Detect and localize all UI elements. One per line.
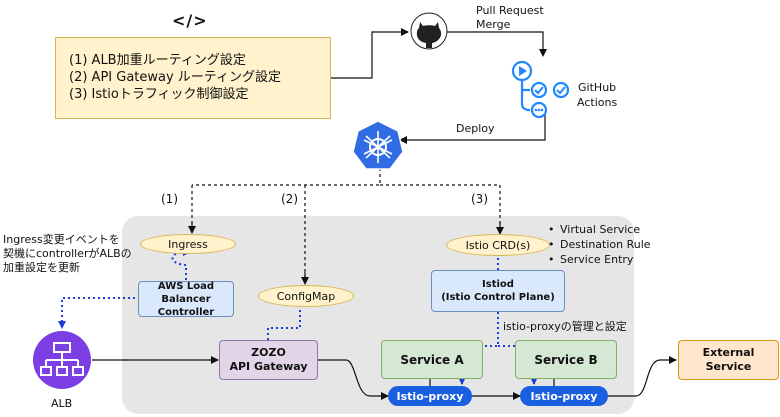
step-label-1: (1) bbox=[161, 192, 178, 206]
github-actions-label: GitHub Actions bbox=[577, 80, 617, 110]
config-note-line-3: (3) Istioトラフィック制御設定 bbox=[69, 87, 249, 102]
istio-resource-list: Virtual Service Destination Rule Service… bbox=[548, 222, 651, 267]
external-service-line-2: Service bbox=[705, 360, 752, 373]
step-label-2: (2) bbox=[281, 192, 298, 206]
aws-lb-controller-line-2: Controller bbox=[157, 306, 215, 318]
config-note-line-1: (1) ALB加重ルーティング設定 bbox=[69, 53, 246, 68]
pr-merge-label: Pull Request Merge bbox=[476, 4, 544, 32]
aws-lb-controller-box: AWS Load Balancer Controller bbox=[138, 280, 234, 318]
istio-proxy-a-pill: Istio-proxy bbox=[388, 386, 472, 406]
link-note-to-github bbox=[331, 28, 409, 79]
pr-merge-line-1: Pull Request bbox=[476, 4, 544, 17]
github-actions-icon bbox=[508, 57, 570, 119]
deploy-label: Deploy bbox=[456, 122, 495, 135]
istio-proxy-b-pill: Istio-proxy bbox=[520, 386, 608, 406]
link-controller-to-ingress bbox=[171, 248, 191, 280]
pr-merge-line-2: Merge bbox=[476, 18, 511, 31]
service-a-box: Service A bbox=[381, 340, 483, 379]
code-icon: </> bbox=[172, 11, 208, 30]
istio-resource-item-2: Destination Rule bbox=[548, 237, 651, 252]
ingress-note: Ingress変更イベントを 契機にcontrollerがALBの 加重設定を更… bbox=[3, 233, 132, 275]
link-actions-to-k8s bbox=[399, 112, 546, 144]
link-github-to-actions bbox=[446, 31, 547, 57]
alb-label: ALB bbox=[51, 397, 73, 410]
link-gateway-to-proxy1 bbox=[318, 359, 389, 400]
ingress-note-line-2: 契機にcontrollerがALBの bbox=[3, 247, 132, 260]
istio-crd-ellipse: Istio CRD(s) bbox=[446, 234, 550, 256]
link-k8s-fanout bbox=[191, 168, 501, 283]
alb-icon bbox=[33, 331, 91, 389]
step-label-3: (3) bbox=[471, 192, 488, 206]
ingress-note-line-1: Ingress変更イベントを bbox=[3, 233, 120, 246]
zozo-api-gateway-box: ZOZO API Gateway bbox=[219, 340, 318, 380]
istio-resource-item-1: Virtual Service bbox=[548, 222, 651, 237]
config-note: (1) ALB加重ルーティング設定 (2) API Gateway ルーティング… bbox=[55, 37, 331, 119]
config-note-line-2: (2) API Gateway ルーティング設定 bbox=[69, 70, 282, 85]
istio-proxy-mgmt-label: istio-proxyの管理と設定 bbox=[503, 320, 627, 333]
service-b-box: Service B bbox=[515, 340, 617, 379]
github-actions-line-2: Actions bbox=[577, 96, 618, 109]
aws-lb-controller-line-1: AWS Load Balancer bbox=[157, 280, 215, 305]
configmap-ellipse: ConfigMap bbox=[258, 285, 354, 307]
kubernetes-icon bbox=[352, 120, 404, 170]
link-configmap-to-gateway bbox=[267, 310, 301, 340]
link-controller-to-alb bbox=[58, 297, 140, 329]
ingress-note-line-3: 加重設定を更新 bbox=[3, 261, 80, 274]
ingress-ellipse: Ingress bbox=[140, 234, 236, 254]
github-icon bbox=[410, 12, 448, 50]
zozo-gateway-line-2: API Gateway bbox=[229, 360, 308, 373]
zozo-gateway-line-1: ZOZO bbox=[251, 346, 286, 359]
istiod-line-2: (Istio Control Plane) bbox=[441, 292, 555, 303]
istiod-box: Istiod (Istio Control Plane) bbox=[431, 270, 565, 312]
istio-resource-item-3: Service Entry bbox=[548, 252, 651, 267]
istiod-line-1: Istiod bbox=[482, 279, 514, 290]
external-service-box: External Service bbox=[678, 340, 779, 380]
github-actions-line-1: GitHub bbox=[578, 81, 617, 94]
link-proxy2-to-external bbox=[608, 356, 677, 397]
external-service-line-1: External bbox=[702, 346, 755, 359]
